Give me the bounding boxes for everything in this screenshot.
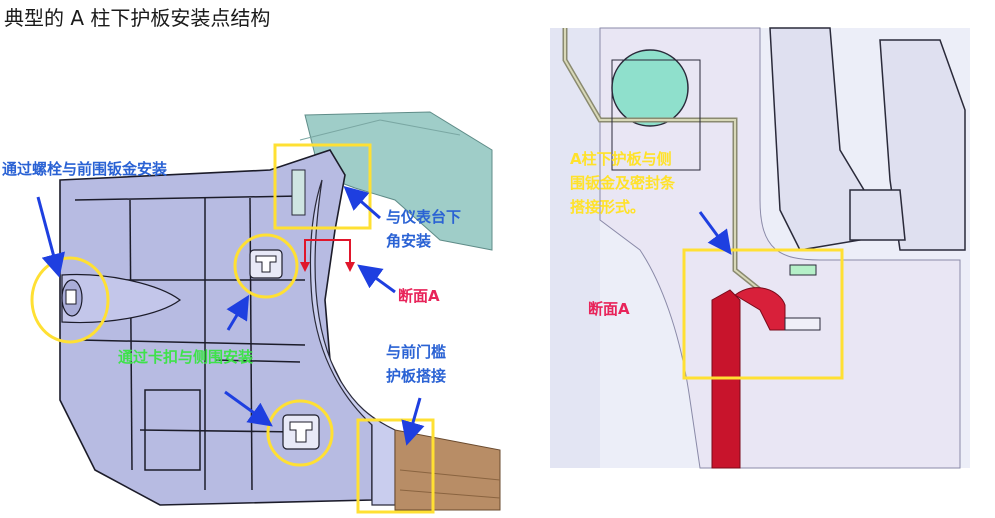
- section-a-marker: [304, 239, 351, 268]
- dashboard-callout-box: [273, 143, 372, 230]
- label-dashboard-2: 角安装: [386, 232, 432, 250]
- bolt-arrow: [36, 196, 65, 278]
- bolt-callout-circle: [30, 256, 110, 344]
- clip-lower-arrow: [224, 390, 273, 427]
- diagram-title: 典型的 A 柱下护板安装点结构: [4, 6, 271, 30]
- pillar-curve: [309, 179, 396, 506]
- door-sill: [394, 429, 501, 511]
- section-trim: [599, 27, 961, 469]
- clip-upper: [249, 249, 283, 279]
- clip-lower: [282, 414, 320, 450]
- overlap-callout-box: [682, 248, 844, 380]
- section-arrow: [357, 264, 396, 294]
- clip-upper-arrow: [226, 294, 250, 331]
- label-overlap-3: 搭接形式。: [570, 198, 646, 216]
- clip-lower-callout-circle: [266, 399, 334, 467]
- clip-upper-callout-circle: [233, 233, 299, 299]
- dashboard-arrow: [343, 186, 381, 220]
- label-sill-1: 与前门槛: [386, 343, 447, 361]
- label-bolt: 通过螺栓与前围钣金安装: [2, 160, 168, 178]
- label-section-a-right: 断面A: [588, 300, 630, 318]
- sill-arrow: [401, 397, 425, 446]
- label-dashboard-1: 与仪表台下: [386, 208, 462, 226]
- bolt-boss: [61, 273, 182, 324]
- label-sill-2: 护板搭接: [386, 367, 447, 385]
- overlap-arrow: [698, 211, 732, 255]
- label-clip: 通过卡扣与侧围安装: [118, 348, 254, 366]
- label-section-a-left: 断面A: [398, 287, 440, 305]
- label-overlap-1: A柱下护板与侧: [570, 150, 672, 168]
- sill-callout-box: [356, 418, 435, 514]
- label-overlap-2: 围钣金及密封条: [570, 174, 676, 192]
